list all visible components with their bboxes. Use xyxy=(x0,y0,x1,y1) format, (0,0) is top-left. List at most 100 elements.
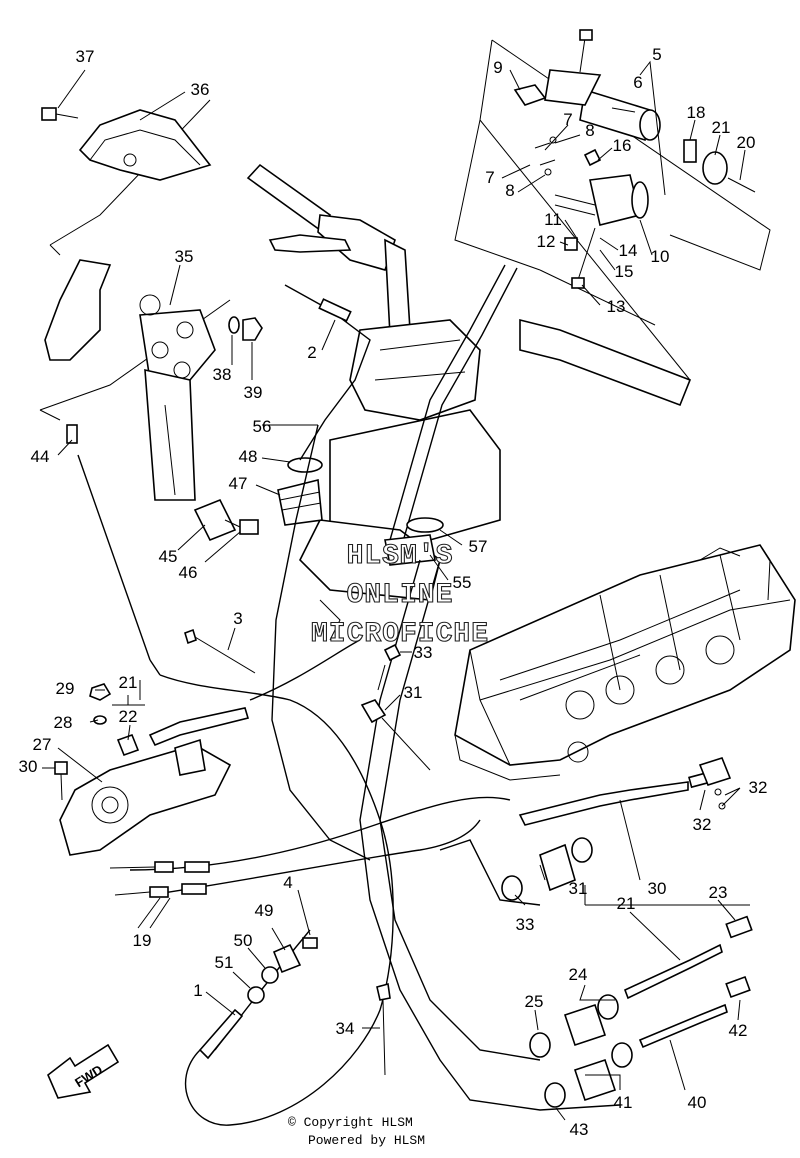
bolt-40 xyxy=(41,107,79,121)
washer-41 xyxy=(228,316,240,334)
callout-31: 31 xyxy=(569,879,588,898)
washer-27 xyxy=(93,715,107,725)
callout-22: 22 xyxy=(119,707,138,726)
adjuster-44 xyxy=(573,1042,633,1102)
watermark-line-3: MICROFICHE xyxy=(311,619,489,650)
callout-2: 2 xyxy=(307,343,316,362)
callout-24: 24 xyxy=(569,965,588,984)
cable-ends-17 xyxy=(109,861,210,898)
nut-46 xyxy=(544,1082,566,1108)
springs-7-8 xyxy=(534,136,557,176)
callout-15: 15 xyxy=(615,262,634,281)
tie-37 xyxy=(376,982,391,1076)
boot-55 xyxy=(384,534,436,566)
callout-9: 9 xyxy=(493,58,502,77)
end-45 xyxy=(725,975,751,999)
callout-18: 18 xyxy=(687,103,706,122)
nut-36 xyxy=(377,643,402,691)
nut-25 xyxy=(529,1032,551,1058)
adjuster-31 xyxy=(539,837,593,892)
throttle-housing-5 xyxy=(579,88,661,142)
screw-19 xyxy=(727,177,756,193)
callout-57: 57 xyxy=(469,537,488,556)
callout-11: 11 xyxy=(544,210,562,229)
clamp-51 xyxy=(287,457,323,473)
callout-21-left: 21 xyxy=(119,673,138,692)
callout-17: 19 xyxy=(133,931,152,950)
bolt-49 xyxy=(224,519,259,535)
callout-52: 49 xyxy=(255,901,274,920)
callout-23: 23 xyxy=(709,883,728,902)
nut-33 xyxy=(501,875,523,901)
part-12 xyxy=(564,237,578,251)
callout-8a: 8 xyxy=(585,121,594,140)
callout-20: 21 xyxy=(712,118,731,137)
callout-49: 46 xyxy=(179,563,198,582)
footer-copyright: © Copyright HLSM xyxy=(288,1115,413,1130)
bracket-26 xyxy=(59,738,232,856)
callout-7b: 7 xyxy=(485,168,494,187)
clamp-57 xyxy=(406,517,444,533)
engine-block xyxy=(454,544,796,781)
callout-39: 36 xyxy=(191,80,210,99)
screw-top xyxy=(579,29,593,73)
watermark: HLSM'S ONLINE MICROFICHE xyxy=(310,540,489,650)
callout-21-right: 21 xyxy=(617,894,636,913)
callout-45: 42 xyxy=(729,1021,748,1040)
callout-36: 33 xyxy=(414,643,433,662)
cap-53 xyxy=(261,966,279,984)
callout-29: 30 xyxy=(19,757,38,776)
pin-4 xyxy=(302,937,318,949)
callout-12: 12 xyxy=(537,232,556,251)
cable-30 xyxy=(518,771,710,826)
callout-19: 20 xyxy=(737,133,756,152)
callout-44: 41 xyxy=(614,1093,633,1112)
cable-47 xyxy=(66,424,161,676)
callout-10: 10 xyxy=(651,247,670,266)
footer-powered: Powered by HLSM xyxy=(308,1133,425,1148)
callout-13: 13 xyxy=(607,297,626,316)
cable-21-right xyxy=(623,943,723,1000)
callout-numbers: 37 36 35 38 39 44 45 46 56 48 47 2 3 21 … xyxy=(19,45,768,1139)
adjuster-24 xyxy=(563,994,619,1047)
grip-housing-10 xyxy=(554,174,649,226)
callout-37: 34 xyxy=(336,1019,355,1038)
watermark-line-1: HLSM'S xyxy=(347,541,454,572)
tie-3 xyxy=(184,628,256,674)
adjuster-21-left xyxy=(148,707,250,747)
callout-50: 47 xyxy=(229,474,248,493)
callout-30: 30 xyxy=(648,879,667,898)
steering-assembly xyxy=(246,163,692,641)
callout-14: 14 xyxy=(619,241,638,260)
callout-42: 39 xyxy=(244,383,263,402)
callout-3: 3 xyxy=(233,609,242,628)
nut-28 xyxy=(89,683,112,701)
bracket-38 xyxy=(44,259,216,501)
callout-27: 28 xyxy=(54,713,73,732)
screw-13 xyxy=(571,227,596,289)
callout-41: 38 xyxy=(213,365,232,384)
leader-lines xyxy=(42,60,750,1121)
callout-26: 27 xyxy=(33,735,52,754)
sleeve-34 xyxy=(360,699,431,771)
cover-39 xyxy=(78,109,212,181)
callout-51: 48 xyxy=(239,447,258,466)
joint-32 xyxy=(698,757,732,786)
callout-54: 51 xyxy=(215,953,234,972)
callout-35: 32 xyxy=(749,778,768,797)
callout-53: 50 xyxy=(234,931,253,950)
callout-55: 55 xyxy=(453,573,472,592)
nut-42 xyxy=(242,317,263,341)
callout-43: 40 xyxy=(688,1093,707,1112)
callout-4: 4 xyxy=(283,873,292,892)
callout-8b: 8 xyxy=(505,181,514,200)
end-23 xyxy=(725,915,753,939)
pin-18 xyxy=(683,139,697,163)
callout-40: 37 xyxy=(76,47,95,66)
rod-1 xyxy=(198,1008,244,1060)
cable-43 xyxy=(638,1003,728,1049)
callout-33: 33 xyxy=(516,915,535,934)
clip-48 xyxy=(193,498,237,542)
